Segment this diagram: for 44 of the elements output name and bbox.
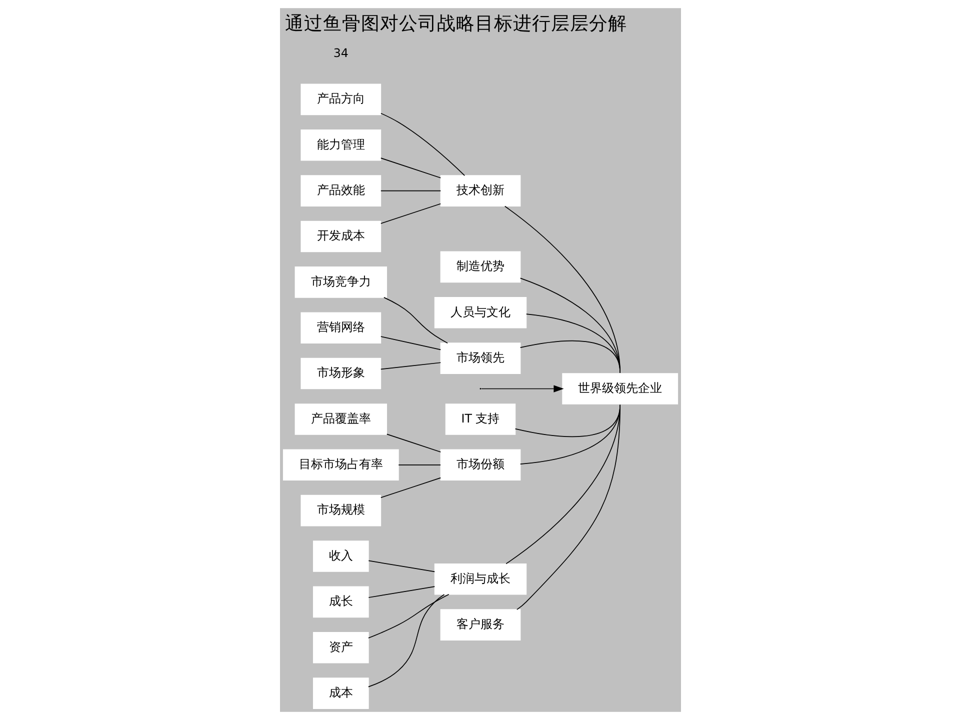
connector xyxy=(504,206,620,374)
node-box: 客户服务 xyxy=(440,609,520,640)
connector xyxy=(519,278,620,374)
node-box: 收入 xyxy=(312,540,368,572)
node-box: 市场领先 xyxy=(440,342,520,374)
node-box: 产品效能 xyxy=(300,175,381,206)
connector xyxy=(398,464,440,466)
connector xyxy=(368,594,449,638)
node-box: 市场形象 xyxy=(300,358,381,390)
node-box: 产品覆盖率 xyxy=(294,404,387,435)
node-box: 世界级领先企业 xyxy=(562,373,678,404)
diagram-title: 通过鱼骨图对公司战略目标进行层层分解 xyxy=(284,14,626,35)
connector xyxy=(505,404,620,564)
connector xyxy=(386,434,441,452)
node-box: 市场竞争力 xyxy=(294,266,387,298)
connector xyxy=(380,203,441,224)
node-box: 利润与成长 xyxy=(434,563,526,595)
node-box: 资产 xyxy=(312,632,368,664)
connector xyxy=(380,336,441,350)
label: 34 xyxy=(332,46,348,60)
node-box: 开发成本 xyxy=(300,220,381,252)
connector xyxy=(368,594,444,688)
node-box: 技术创新 xyxy=(440,175,520,206)
connector xyxy=(380,190,441,192)
node-box: 市场份额 xyxy=(440,449,520,481)
connector xyxy=(380,477,441,498)
connector xyxy=(380,158,441,178)
node-box: 产品方向 xyxy=(300,84,381,116)
node-box: 营销网络 xyxy=(300,312,381,344)
node-box: 人员与文化 xyxy=(434,296,526,328)
connector xyxy=(380,112,465,176)
node-box: 成长 xyxy=(312,586,368,618)
connector xyxy=(368,560,435,572)
connector xyxy=(383,297,448,344)
node-box: 成本 xyxy=(312,678,368,709)
node-box: IT 支持 xyxy=(444,404,516,435)
connector xyxy=(380,362,441,370)
node-box: 目标市场占有率 xyxy=(282,449,398,481)
connector xyxy=(368,586,435,598)
node-box: 能力管理 xyxy=(300,129,381,161)
connector xyxy=(519,340,620,374)
arrow xyxy=(480,385,564,392)
node-box: 市场规模 xyxy=(300,494,381,526)
node-box: 制造优势 xyxy=(440,251,520,283)
